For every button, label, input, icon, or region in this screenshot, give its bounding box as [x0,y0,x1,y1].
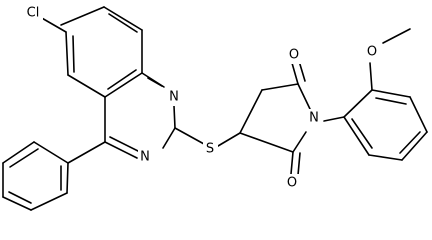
svg-text:N: N [309,111,319,126]
oxygen-atom-carbonyl-bottom: O [285,174,300,192]
sulfur-atom: S [203,140,218,158]
bonds [2,6,428,211]
nitrogen-atom-imide: N [306,109,322,127]
chlorine-atom: Cl [23,4,43,22]
nitrogen-atom-upper: N [167,88,182,106]
svg-text:O: O [367,45,377,60]
atom-labels: Cl N N S O N O O [23,4,380,192]
chemical-structure-diagram: Cl N N S O N O O [2,4,428,211]
svg-text:Cl: Cl [27,6,40,21]
svg-text:O: O [289,48,299,63]
svg-text:N: N [140,150,150,165]
svg-text:O: O [287,176,297,191]
oxygen-atom-methoxy: O [364,43,380,61]
svg-text:S: S [206,142,214,157]
nitrogen-atom-lower: N [138,148,153,166]
oxygen-atom-carbonyl-top: O [287,46,302,64]
svg-text:N: N [169,90,179,105]
